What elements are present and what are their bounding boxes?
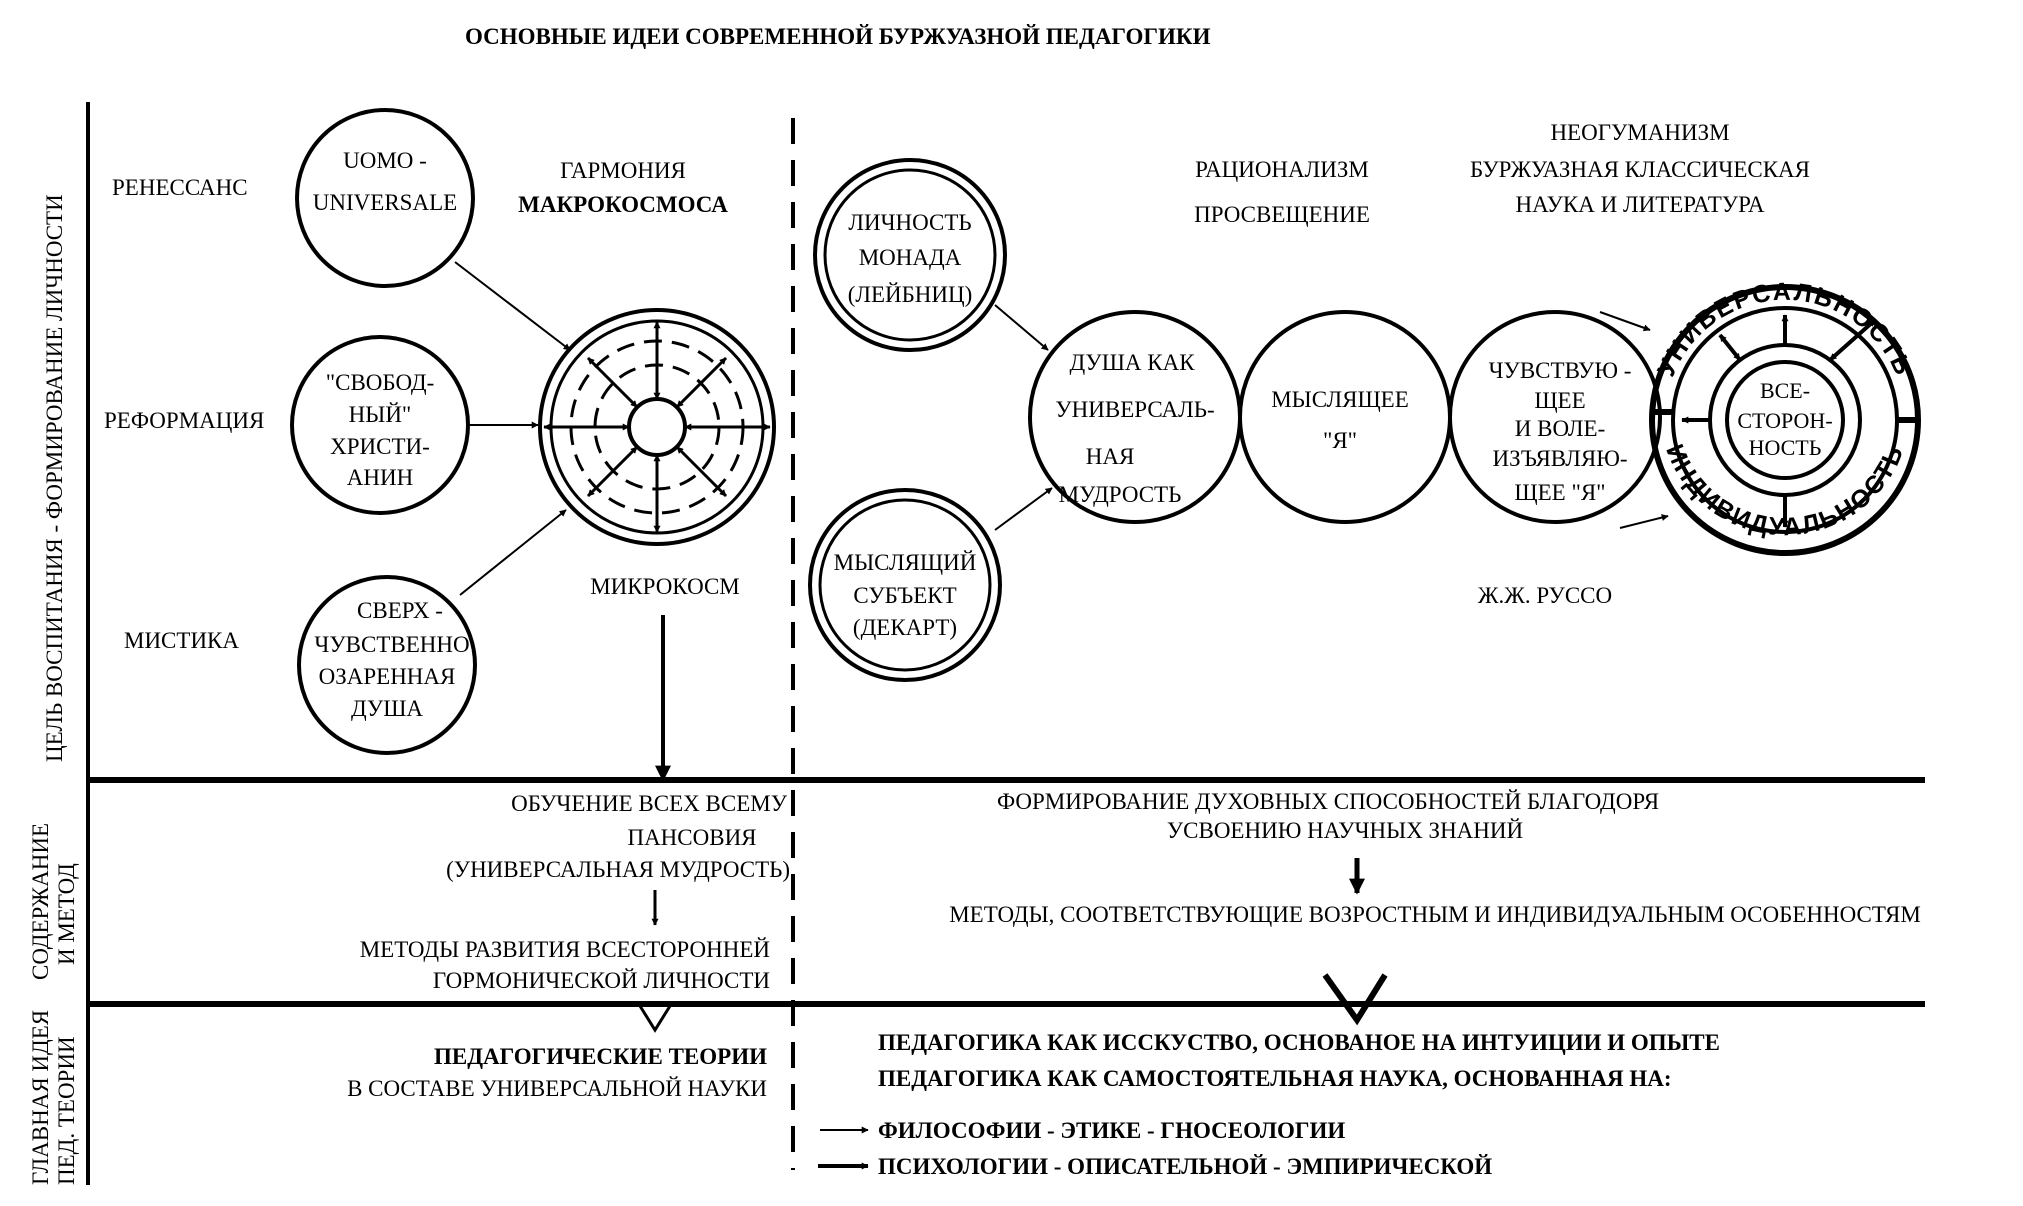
macrocosm-circle (538, 308, 776, 546)
circle-leibniz-monad: ЛИЧНОСТЬ МОНАДА (ЛЕЙБНИЦ) (813, 158, 1007, 352)
v-shape-left (638, 1005, 672, 1033)
subject-line-3: (ДЕКАРТ) (853, 615, 957, 640)
christian-line-4: АНИН (347, 465, 413, 490)
christian-line-2: НЫЙ" (349, 402, 412, 427)
christian-line-3: ХРИСТИ- (330, 434, 430, 459)
content-right-line-3: МЕТОДЫ, СООТВЕТСТВУЮЩИЕ ВОЗРОСТНЫМ И ИНД… (949, 902, 1921, 927)
wisdom-line-4: МУДРОСТЬ (1059, 482, 1182, 507)
christian-line-1: "СВОБОД- (326, 370, 435, 395)
wisdom-line-1: ДУША КАК (1069, 350, 1195, 375)
soul-line-2: ЧУВСТВЕННО (314, 632, 469, 657)
arrow-soul-to-macrocosm (459, 509, 567, 596)
center-line-3: НОСТЬ (1749, 435, 1822, 460)
idea-right-line-4: ПСИХОЛОГИИ - ОПИСАТЕЛЬНОЙ - ЭМПИРИЧЕСКОЙ (878, 1154, 1492, 1179)
circle-illuminated-soul: СВЕРХ - ЧУВСТВЕННО ОЗАРЕННАЯ ДУША (297, 575, 477, 755)
epoch-mysticism: МИСТИКА (124, 628, 239, 653)
uomo-line-2: UNIVERSALE (313, 190, 457, 215)
soul-line-1: СВЕРХ - (357, 598, 443, 623)
center-line-1: ВСЕ- (1760, 378, 1810, 403)
thinking-line-1: МЫСЛЯЩЕЕ (1271, 387, 1409, 412)
content-left-line-4: МЕТОДЫ РАЗВИТИЯ ВСЕСТОРОННЕЙ (360, 937, 770, 962)
monad-line-3: (ЛЕЙБНИЦ) (848, 282, 973, 307)
circle-free-christian: "СВОБОД- НЫЙ" ХРИСТИ- АНИН (290, 335, 470, 515)
row-label-content-1: СОДЕРЖАНИЕ (28, 823, 53, 980)
subject-line-2: СУБЪЕКТ (853, 583, 956, 608)
center-line-2: СТОРОН- (1737, 408, 1832, 433)
idea-left-line-1: ПЕДАГОГИЧЕСКИЕ ТЕОРИИ (434, 1044, 767, 1069)
content-left-line-3: (УНИВЕРСАЛЬНАЯ МУДРОСТЬ) (446, 857, 790, 882)
circle-feeling-willing-self: ЧУВСТВУЮ - ЩЕЕ И ВОЛЕ- ИЗЪЯВЛЯЮ- ЩЕЕ "Я" (1448, 310, 1662, 524)
arrow-uomo-to-macrocosm (454, 261, 571, 351)
arrow-subject-to-wisdom (994, 487, 1053, 531)
wisdom-line-3: НАЯ (1086, 444, 1135, 469)
content-left-line-1: ОБУЧЕНИЕ ВСЕХ ВСЕМУ (511, 791, 788, 816)
feeling-line-5: ЩЕЕ "Я" (1514, 480, 1605, 505)
content-right-line-1: ФОРМИРОВАНИЕ ДУХОВНЫХ СПОСОБНОСТЕЙ БЛАГО… (997, 789, 1659, 814)
feeling-line-1: ЧУВСТВУЮ - (1489, 358, 1632, 383)
enlightenment-label: ПРОСВЕЩЕНИЕ (1194, 202, 1370, 227)
row-label-content-2: И МЕТОД (54, 863, 79, 965)
arrow-to-universality (1599, 311, 1651, 332)
circle-uomo-universale: UOMO - UNIVERSALE (295, 108, 475, 288)
monad-line-1: ЛИЧНОСТЬ (848, 210, 971, 235)
classic-science-label-2: НАУКА И ЛИТЕРАТУРА (1515, 192, 1764, 217)
arrow-monad-to-wisdom (994, 304, 1049, 351)
row-label-idea-2: ПЕД. ТЕОРИИ (54, 1036, 79, 1185)
v-shape-right (1322, 973, 1388, 1026)
arrow-to-individuality (1619, 514, 1669, 529)
macrocosm-label: МАКРОКОСМОСА (518, 192, 728, 217)
idea-right-line-1: ПЕДАГОГИКА КАК ИССКУСТВО, ОСНОВАНОЕ НА И… (878, 1030, 1720, 1055)
monad-line-2: МОНАДА (859, 245, 962, 270)
thinking-line-2: "Я" (1323, 428, 1357, 453)
universality-individuality-ring: УНИВЕРСАЛЬНОСТЬ ИНДИВИДУАЛЬНОСТЬ ВСЕ- СТ… (1649, 278, 1921, 556)
wisdom-line-2: УНИВЕРСАЛЬ- (1055, 397, 1214, 422)
row-label-goal: ЦЕЛЬ ВОСПИТАНИЯ - ФОРМИРОВАНИЕ ЛИЧНОСТИ (42, 194, 67, 762)
rousseau-label: Ж.Ж. РУССО (1478, 583, 1612, 608)
soul-line-3: ОЗАРЕННАЯ (319, 664, 456, 689)
feeling-line-3: И ВОЛЕ- (1515, 416, 1605, 441)
idea-right-line-2: ПЕДАГОГИКА КАК САМОСТОЯТЕЛЬНАЯ НАУКА, ОС… (878, 1066, 1672, 1091)
idea-left-line-2: В СОСТАВЕ УНИВЕРСАЛЬНОЙ НАУКИ (347, 1076, 767, 1101)
circle-descartes-subject: МЫСЛЯЩИЙ СУБЪЕКТ (ДЕКАРТ) (808, 488, 1002, 682)
microcosm-label: МИКРОКОСМ (590, 574, 740, 599)
content-left-line-2: ПАНСОВИЯ (627, 825, 756, 850)
epoch-renaissance: РЕНЕССАНС (112, 175, 248, 200)
neohumanism-label: НЕОГУМАНИЗМ (1550, 120, 1729, 145)
content-right-line-2: УСВОЕНИЮ НАУЧНЫХ ЗНАНИЙ (1167, 818, 1523, 843)
circle-universal-wisdom: ДУША КАК УНИВЕРСАЛЬ- НАЯ МУДРОСТЬ (1028, 310, 1242, 524)
row-label-idea-1: ГЛАВНАЯ ИДЕЯ (28, 1010, 53, 1185)
feeling-line-2: ЩЕЕ (1534, 388, 1585, 413)
harmony-label: ГАРМОНИЯ (560, 158, 686, 183)
content-left-line-5: ГОРМОНИЧЕСКОЙ ЛИЧНОСТИ (433, 968, 770, 993)
subject-line-1: МЫСЛЯЩИЙ (834, 550, 977, 575)
rationalism-label: РАЦИОНАЛИЗМ (1195, 157, 1369, 182)
epoch-reformation: РЕФОРМАЦИЯ (104, 408, 264, 433)
soul-line-4: ДУША (351, 696, 423, 721)
uomo-line-1: UOMO - (343, 148, 427, 173)
idea-right-line-3: ФИЛОСОФИИ - ЭТИКЕ - ГНОСЕОЛОГИИ (878, 1118, 1345, 1143)
classic-science-label-1: БУРЖУАЗНАЯ КЛАССИЧЕСКАЯ (1470, 157, 1810, 182)
diagram-title: ОСНОВНЫЕ ИДЕИ СОВРЕМЕННОЙ БУРЖУАЗНОЙ ПЕД… (465, 24, 1211, 49)
feeling-line-4: ИЗЪЯВЛЯЮ- (1492, 446, 1627, 471)
circle-thinking-self: МЫСЛЯЩЕЕ "Я" (1238, 310, 1452, 524)
